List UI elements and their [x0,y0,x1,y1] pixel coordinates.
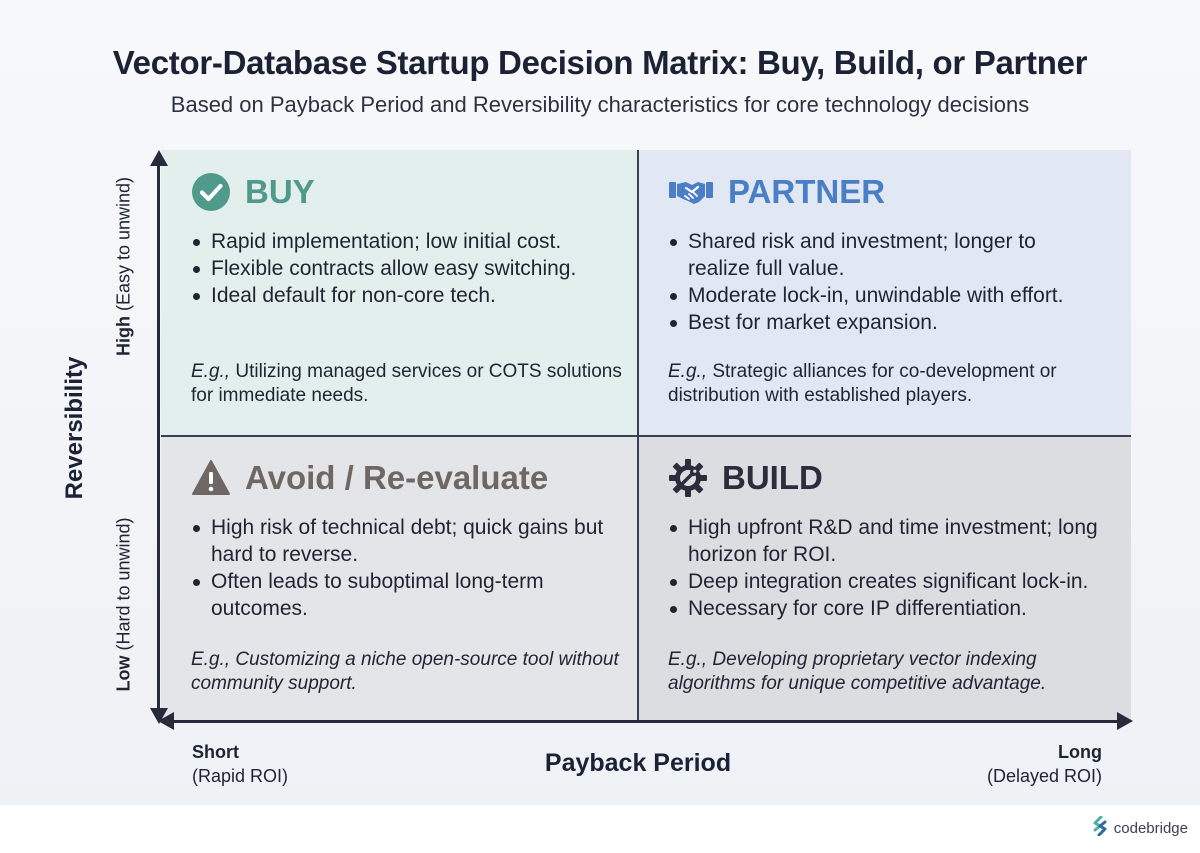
x-long-bold: Long [1058,742,1102,762]
codebridge-logo-icon [1092,815,1108,841]
quadrant-build: BUILD High upfront R&D and time investme… [638,436,1131,722]
handshake-icon [668,172,714,212]
quadrant-divider-horizontal [161,435,1131,437]
y-low-rest: (Hard to unwind) [113,517,134,656]
list-item: High upfront R&D and time investment; lo… [668,514,1098,568]
quadrant-buy-example: E.g., Utilizing managed services or COTS… [191,360,631,408]
brand-logo: codebridge [1092,815,1188,841]
example-prefix: E.g., [191,361,231,382]
x-short-rest: (Rapid ROI) [192,766,289,786]
x-axis-line [172,720,1120,723]
list-item: Best for market expansion. [668,309,1098,336]
quadrant-buy-bullets: Rapid implementation; low initial cost. … [191,228,621,309]
gear-wrench-icon [668,458,708,498]
example-text: Strategic alliances for co-development o… [668,361,1057,406]
x-axis-long-label: Long (Delayed ROI) [987,740,1102,788]
quadrant-partner-bullets: Shared risk and investment; longer to re… [668,228,1098,336]
warning-triangle-icon [191,458,231,498]
page-title: Vector-Database Startup Decision Matrix:… [112,44,1088,81]
list-item: Deep integration creates significant loc… [668,568,1098,595]
quadrant-buy-title: BUY [245,173,315,210]
quadrant-partner-example: E.g., Strategic alliances for co-develop… [668,360,1108,408]
checkmark-circle-icon [191,172,231,212]
y-axis-low-label: Low (Hard to unwind) [114,505,135,705]
brand-logo-text: codebridge [1113,820,1188,837]
quadrant-avoid-bullets: High risk of technical debt; quick gains… [191,514,621,622]
list-item: Flexible contracts allow easy switching. [191,255,621,282]
list-item: High risk of technical debt; quick gains… [191,514,621,568]
quadrant-build-example: E.g., Developing proprietary vector inde… [668,649,1047,694]
x-axis-title: Payback Period [544,749,732,777]
quadrant-avoid-example: E.g., Customizing a niche open-source to… [191,649,619,694]
footer-bar [0,805,1200,853]
quadrant-avoid: Avoid / Re-evaluate High risk of technic… [161,436,638,722]
y-axis-line [157,162,160,710]
example-text: Utilizing managed services or COTS solut… [191,361,622,406]
x-short-bold: Short [192,742,239,762]
y-axis-high-label: High (Easy to unwind) [114,167,135,367]
quadrant-buy-header: BUY [191,172,315,212]
quadrant-partner-title: PARTNER [728,173,886,210]
quadrant-partner: PARTNER Shared risk and investment; long… [638,150,1131,436]
quadrant-partner-header: PARTNER [668,172,885,212]
quadrant-build-bullets: High upfront R&D and time investment; lo… [668,514,1098,622]
example-prefix: E.g., [668,361,708,382]
y-low-bold: Low [113,655,134,692]
x-axis-arrow-right-icon [1117,712,1133,730]
y-high-bold: High [113,316,134,357]
quadrant-build-title: BUILD [722,459,823,496]
list-item: Moderate lock-in, unwindable with effort… [668,282,1098,309]
page-subtitle: Based on Payback Period and Reversibilit… [170,92,1030,117]
list-item: Often leads to suboptimal long-term outc… [191,568,621,622]
quadrant-build-header: BUILD [668,458,823,498]
x-axis-arrow-left-icon [158,712,174,730]
x-axis-short-label: Short (Rapid ROI) [192,740,288,788]
list-item: Necessary for core IP differentiation. [668,595,1098,622]
list-item: Shared risk and investment; longer to re… [668,228,1098,282]
quadrant-avoid-title: Avoid / Re-evaluate [245,459,549,496]
list-item: Rapid implementation; low initial cost. [191,228,621,255]
quadrant-buy: BUY Rapid implementation; low initial co… [161,150,638,436]
y-axis-title: Reversibility [61,356,88,500]
x-long-rest: (Delayed ROI) [986,766,1102,786]
list-item: Ideal default for non-core tech. [191,282,621,309]
y-high-rest: (Easy to unwind) [113,176,134,317]
quadrant-avoid-header: Avoid / Re-evaluate [191,458,548,498]
y-axis-arrow-up-icon [150,150,168,166]
